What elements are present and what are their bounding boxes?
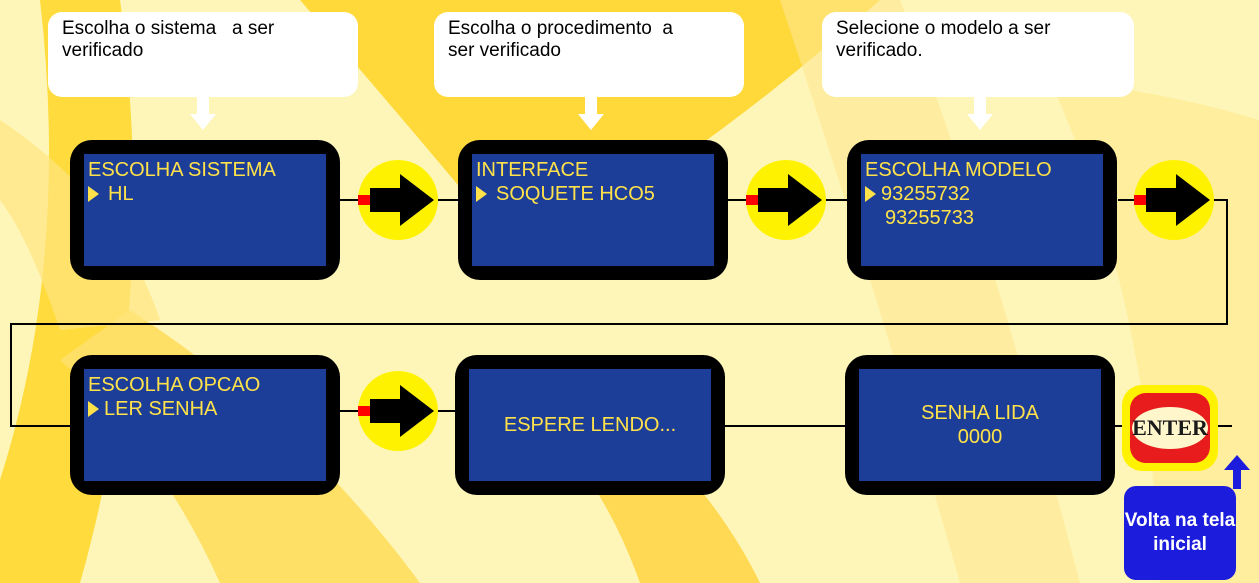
triangle-right-icon: [476, 186, 487, 202]
callout-text: Escolha o sistema a ser verificado: [62, 18, 275, 61]
arrow-down-icon: [967, 96, 993, 130]
screen-title: ESCOLHA OPCAO: [88, 374, 261, 396]
connector-line: [340, 410, 360, 412]
arrow-down-icon: [190, 96, 216, 130]
screen-title: ESCOLHA SISTEMA: [88, 159, 276, 181]
back-note-text: Volta na tela inicial: [1124, 510, 1236, 555]
connector-line: [722, 425, 850, 427]
enter-key-label: ENTER: [1132, 415, 1208, 440]
arrow-right-icon: [358, 371, 438, 451]
connector-line: [438, 410, 458, 412]
connector-line: [10, 425, 72, 427]
lcd-screen-interface: INTERFACE SOQUETE HCO5: [458, 140, 728, 280]
callout-choose-procedure: Escolha o procedimento a ser verificado: [434, 12, 744, 97]
triangle-right-icon: [865, 186, 876, 202]
connector-line: [10, 323, 1228, 325]
arrow-up-icon: [1224, 455, 1250, 489]
callout-choose-system: Escolha o sistema a ser verificado: [48, 12, 358, 97]
lcd-screen-espere-lendo: ESPERE LENDO...: [455, 355, 725, 495]
menu-option: 93255733: [885, 207, 974, 229]
connector-line: [438, 199, 458, 201]
menu-option: SOQUETE HCO5: [476, 182, 710, 206]
arrow-right-icon: [746, 160, 826, 240]
screen-title: ESCOLHA MODELO: [865, 159, 1052, 181]
callout-text: Selecione o modelo a ser verificado.: [836, 18, 1051, 61]
lcd-screen-escolha-opcao: ESCOLHA OPCAO LER SENHA: [70, 355, 340, 495]
password-value: 0000: [957, 426, 1003, 448]
arrow-right-icon: [1134, 160, 1214, 240]
connector-line: [1112, 425, 1124, 427]
connector-line: [1218, 425, 1232, 427]
arrow-right-icon: [358, 160, 438, 240]
connector-line: [340, 199, 360, 201]
arrow-down-icon: [578, 96, 604, 130]
triangle-right-icon: [88, 401, 99, 417]
menu-option: LER SENHA: [88, 397, 322, 421]
lcd-screen-escolha-sistema: ESCOLHA SISTEMA HL: [70, 140, 340, 280]
enter-key[interactable]: [1122, 385, 1218, 471]
connector-line: [825, 199, 847, 201]
connector-line: [727, 199, 747, 201]
lcd-screen-senha-lida: SENHA LIDA 0000: [845, 355, 1115, 495]
callout-text: Escolha o procedimento a ser verificado: [448, 18, 673, 61]
menu-option-selected: 93255732: [865, 182, 1099, 206]
callout-select-model: Selecione o modelo a ser verificado.: [822, 12, 1134, 97]
connector-line: [1226, 199, 1228, 325]
lcd-screen-escolha-modelo: ESCOLHA MODELO 93255732 93255733: [847, 140, 1117, 280]
connector-line: [1118, 199, 1136, 201]
connector-line: [1210, 199, 1228, 201]
screen-title: INTERFACE: [476, 159, 589, 181]
connector-line: [10, 323, 12, 427]
screen-title: SENHA LIDA: [921, 402, 1039, 424]
menu-option: HL: [88, 182, 322, 206]
screen-message: ESPERE LENDO...: [503, 414, 677, 436]
back-to-home-note: Volta na tela inicial: [1124, 486, 1236, 580]
triangle-right-icon: [88, 186, 99, 202]
